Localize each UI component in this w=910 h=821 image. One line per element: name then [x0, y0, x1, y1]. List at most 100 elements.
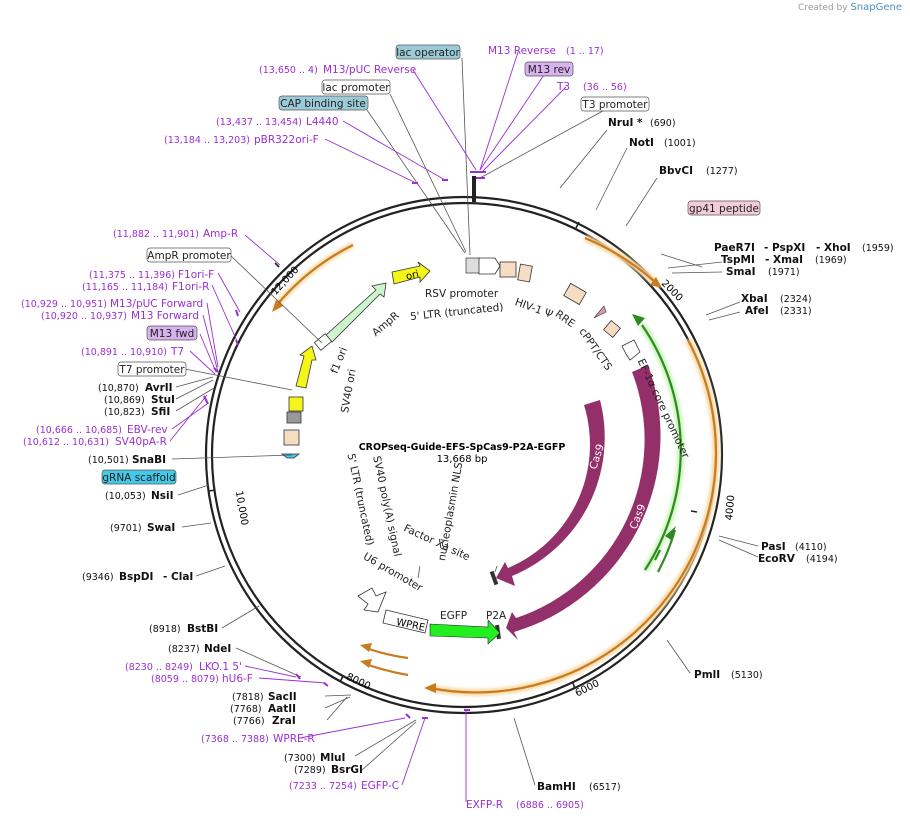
p2a-label: P2A [486, 610, 507, 622]
site-mlui-pos: (7300) [284, 753, 316, 764]
lac-operator-box [465, 257, 481, 274]
primer-egfp-c: EGFP-C [361, 780, 399, 792]
cas9-arrow-inner [496, 400, 605, 586]
primer-ampr-pos: (11,882 .. 11,901) [113, 229, 199, 240]
site-smai-pos: (1971) [768, 267, 800, 278]
origin-marker [472, 176, 476, 202]
sv40-pa-box [286, 411, 302, 424]
factorxa-lead [417, 565, 421, 579]
plasmid-name: CROPseq-Guide-EFS-SpCas9-P2A-EGFP [359, 442, 566, 453]
ampr-label: AmpR [370, 310, 402, 339]
tick-4000: 4000 [724, 495, 737, 521]
primer-egfp-c-pos: (7233 .. 7254) [289, 781, 357, 792]
orf-arrows [272, 234, 720, 696]
primer-f1ori-f-pos: (11,375 .. 11,396) [89, 270, 175, 281]
lac-operator-badge [395, 44, 461, 60]
site-bbvci-pos: (1277) [706, 166, 738, 177]
site-aatii-pos: (7768) [230, 704, 262, 715]
primer-m13puc-fwd-pos: (10,929 .. 10,951) [21, 299, 107, 310]
hiv-psi-box [517, 263, 533, 283]
primer-t3-pos: (36 .. 56) [583, 82, 627, 93]
primer-t7-pos: (10,891 .. 10,910) [81, 347, 167, 358]
nls-marker [489, 570, 499, 586]
site-bsrgi: BsrGI [331, 764, 363, 776]
grna-badge [101, 469, 177, 485]
t3-promoter-badge [580, 96, 650, 112]
sv40ori-label: SV40 ori [339, 368, 358, 414]
primer-t3: T3 [556, 81, 570, 93]
tick-marks [208, 221, 698, 690]
site-bspdi: BspDI [119, 571, 153, 583]
site-nsii: NsiI [151, 490, 174, 502]
site-nsii-pos: (10,053) [105, 491, 146, 502]
primer-ticks [203, 171, 486, 719]
site-afei-pos: (2331) [780, 306, 812, 317]
rre-label: RRE [553, 308, 577, 330]
primer-m13-reverse: M13 Reverse [488, 45, 556, 57]
primer-ebv: EBV-rev [127, 424, 168, 436]
site-bstbi-pos: (8918) [149, 624, 181, 635]
primer-t7: T7 [170, 346, 184, 358]
ori-arrow [391, 261, 431, 285]
lac-promoter-badge [321, 79, 391, 95]
primer-ebv-pos: (10,666 .. 10,685) [36, 425, 122, 436]
site-bstbi: BstBI [187, 623, 218, 635]
primer-f1ori-r-pos: (11,165 .. 11,184) [82, 282, 168, 293]
f1-ori-arrow [295, 345, 317, 389]
ltr5b-label: 5' LTR (truncated) [345, 452, 376, 546]
ltr5-label: 5' LTR (truncated) [410, 301, 504, 323]
site-nrui-pos: (690) [650, 118, 676, 129]
site-bbvci: BbvCI [659, 165, 693, 177]
primer-m13puc-fwd: M13/pUC Forward [110, 298, 203, 310]
site-swai-pos: (9701) [110, 523, 142, 534]
gp41-badge [687, 200, 761, 216]
t7-promoter-badge [117, 361, 187, 377]
site-bsrgi-pos: (7289) [294, 765, 326, 776]
site-pspxi: - PspXI [764, 242, 805, 254]
ampr-promoter-badge [146, 247, 232, 263]
primer-f1ori-r: F1ori-R [172, 281, 209, 293]
sv40-ori-box [288, 396, 304, 412]
t3-promoter-text: T3 promoter [581, 99, 648, 111]
site-mlui: MluI [320, 752, 345, 764]
u6-promoter-arrow [357, 587, 387, 613]
egfp-orf-arrows [632, 314, 685, 573]
primer-f1ori-f: F1ori-F [178, 269, 214, 281]
site-aatii: AatII [268, 703, 296, 715]
lac-operator-text: lac operator [396, 47, 460, 59]
site-zrai: ZraI [272, 715, 296, 727]
gp41-text: gp41 peptide [689, 203, 759, 215]
t7-promoter-text: T7 promoter [118, 364, 185, 376]
tick-10000: 10,000 [233, 490, 250, 526]
cas9-label-outer: Cas9 [628, 503, 649, 532]
site-sacii-pos: (7818) [232, 692, 264, 703]
site-bamhi: BamHI [537, 781, 576, 793]
primer-m13-reverse-pos: (1 .. 17) [566, 46, 604, 57]
site-avrii-pos: (10,870) [98, 383, 139, 394]
site-paer7i: PaeR7I [714, 242, 755, 254]
site-clai: - ClaI [163, 571, 193, 583]
ltr-box-left [283, 429, 300, 446]
lac-promoter-text: lac promoter [322, 82, 390, 94]
site-tspmi: TspMI [721, 254, 755, 266]
egfp-label: EGFP [440, 610, 467, 622]
site-snabi: SnaBI [132, 454, 166, 466]
primer-m13puc-rev: M13/pUC Reverse [323, 64, 416, 76]
cppt-box [602, 319, 622, 339]
primer-m13puc-rev-pos: (13,650 .. 4) [259, 65, 318, 76]
site-paer7i-pos: (1959) [862, 243, 894, 254]
site-pasi: PasI [761, 541, 786, 553]
site-snabi-pos: (10,501) [88, 455, 129, 466]
m13-rev-text: M13 rev [528, 64, 571, 76]
primer-lko-pos: (8230 .. 8249) [125, 662, 193, 673]
primer-l4440-pos: (13,437 .. 13,454) [216, 117, 302, 128]
site-tspmi-pos: (1969) [815, 255, 847, 266]
site-ecorv: EcoRV [758, 553, 796, 565]
egfp-arrow [429, 619, 501, 645]
primer-sv40pa: SV40pA-R [115, 436, 167, 448]
nls-lead [494, 565, 498, 573]
site-smai: SmaI [726, 266, 756, 278]
primer-hu6-pos: (8059 .. 8079) [151, 674, 219, 685]
site-sfii: SfiI [151, 406, 170, 418]
